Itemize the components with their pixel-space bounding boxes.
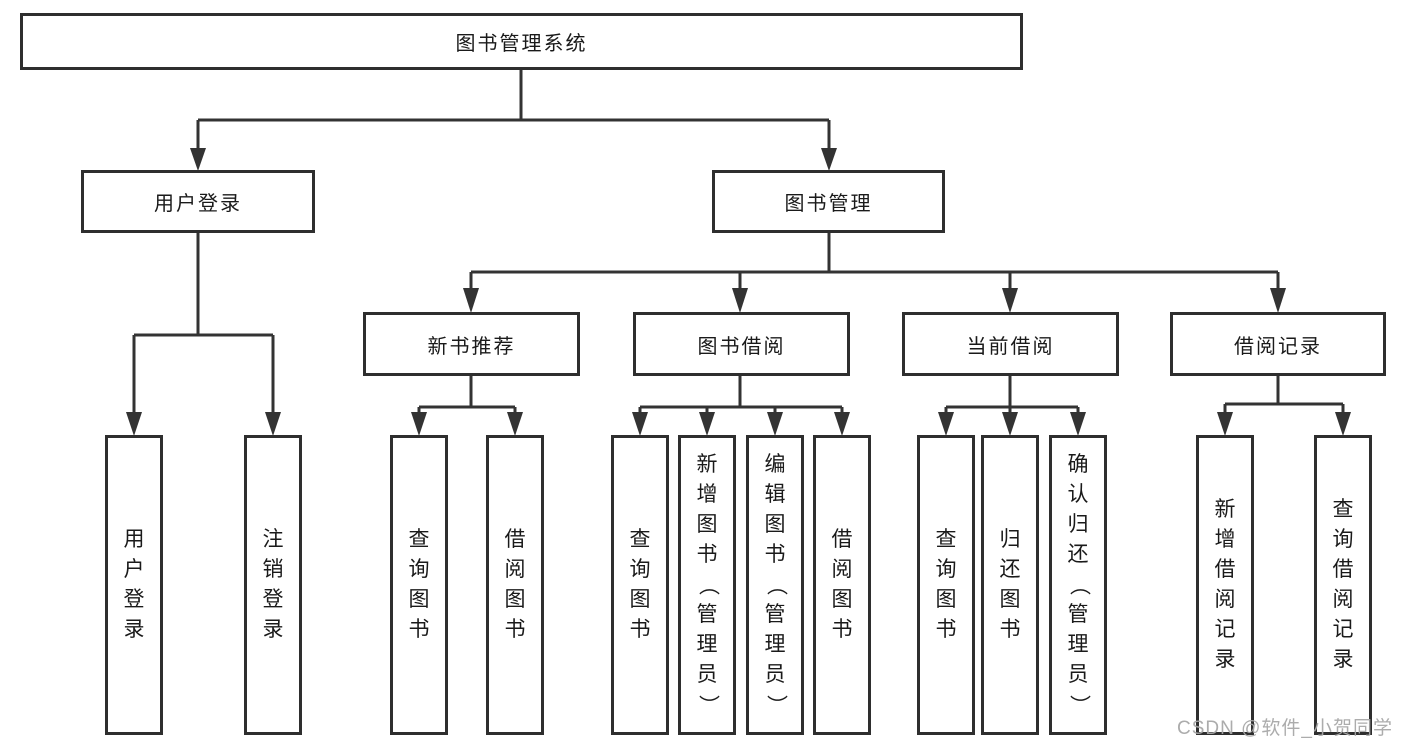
leaf-add-borrow-record-label: 新增借阅记录: [1214, 498, 1236, 671]
node-new-book-recommend: 新书推荐: [363, 312, 580, 376]
leaf-query-books-borrow: 查询图书: [611, 435, 669, 735]
node-user-login: 用户登录: [81, 170, 315, 233]
node-book-management-label: 图书管理: [784, 193, 873, 215]
leaf-confirm-return-admin: 确认归还（管理员）: [1049, 435, 1107, 735]
leaf-query-books-current: 查询图书: [917, 435, 975, 735]
leaf-confirm-return-admin-label: 确认归还（管理员）: [1067, 453, 1090, 716]
node-book-management: 图书管理: [712, 170, 945, 233]
leaf-query-borrow-record-label: 查询借阅记录: [1332, 498, 1354, 671]
leaf-add-borrow-record: 新增借阅记录: [1196, 435, 1254, 735]
node-current-borrow-label: 当前借阅: [966, 335, 1055, 358]
node-borrow-records-label: 借阅记录: [1234, 335, 1322, 358]
leaf-add-book-admin-label: 新增图书（管理员）: [696, 453, 719, 716]
leaf-query-books-recommend-label: 查询图书: [408, 528, 430, 641]
node-current-borrow: 当前借阅: [902, 312, 1119, 376]
leaf-borrow-books-label: 借阅图书: [831, 528, 853, 641]
leaf-borrow-books-recommend-label: 借阅图书: [504, 528, 526, 641]
leaf-user-login-label: 用户登录: [123, 528, 145, 641]
node-root-label: 图书管理系统: [455, 33, 588, 55]
node-new-book-recommend-label: 新书推荐: [427, 335, 516, 358]
node-user-login-label: 用户登录: [154, 193, 242, 215]
leaf-logout: 注销登录: [244, 435, 302, 735]
watermark: CSDN @软件_小贺同学: [1177, 718, 1393, 739]
leaf-user-login: 用户登录: [105, 435, 163, 735]
leaf-query-books-recommend: 查询图书: [390, 435, 448, 735]
node-book-borrow: 图书借阅: [633, 312, 850, 376]
leaf-borrow-books: 借阅图书: [813, 435, 871, 735]
leaf-return-books: 归还图书: [981, 435, 1039, 735]
leaf-query-borrow-record: 查询借阅记录: [1314, 435, 1372, 735]
leaf-logout-label: 注销登录: [262, 528, 284, 641]
leaf-borrow-books-recommend: 借阅图书: [486, 435, 544, 735]
node-root: 图书管理系统: [20, 13, 1023, 70]
leaf-edit-book-admin: 编辑图书（管理员）: [746, 435, 804, 735]
leaf-query-books-current-label: 查询图书: [935, 528, 957, 641]
leaf-query-books-borrow-label: 查询图书: [629, 528, 651, 641]
leaf-return-books-label: 归还图书: [999, 528, 1021, 641]
leaf-edit-book-admin-label: 编辑图书（管理员）: [764, 453, 787, 716]
node-borrow-records: 借阅记录: [1170, 312, 1386, 376]
leaf-add-book-admin: 新增图书（管理员）: [678, 435, 736, 735]
node-book-borrow-label: 图书借阅: [697, 335, 786, 358]
